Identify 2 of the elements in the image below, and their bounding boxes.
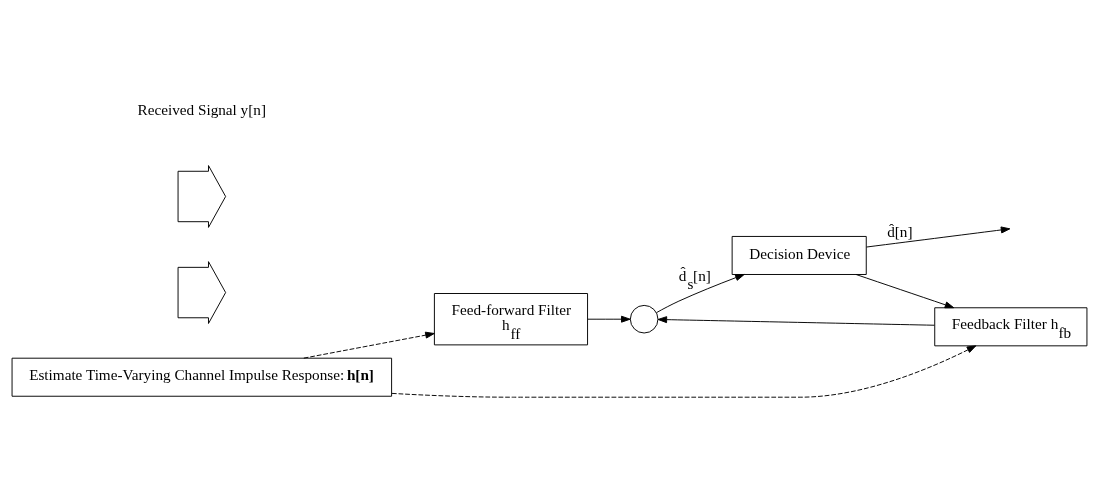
label: Received Signal y[n] [137,101,266,119]
edge-label: d̂[n] [887,223,913,241]
